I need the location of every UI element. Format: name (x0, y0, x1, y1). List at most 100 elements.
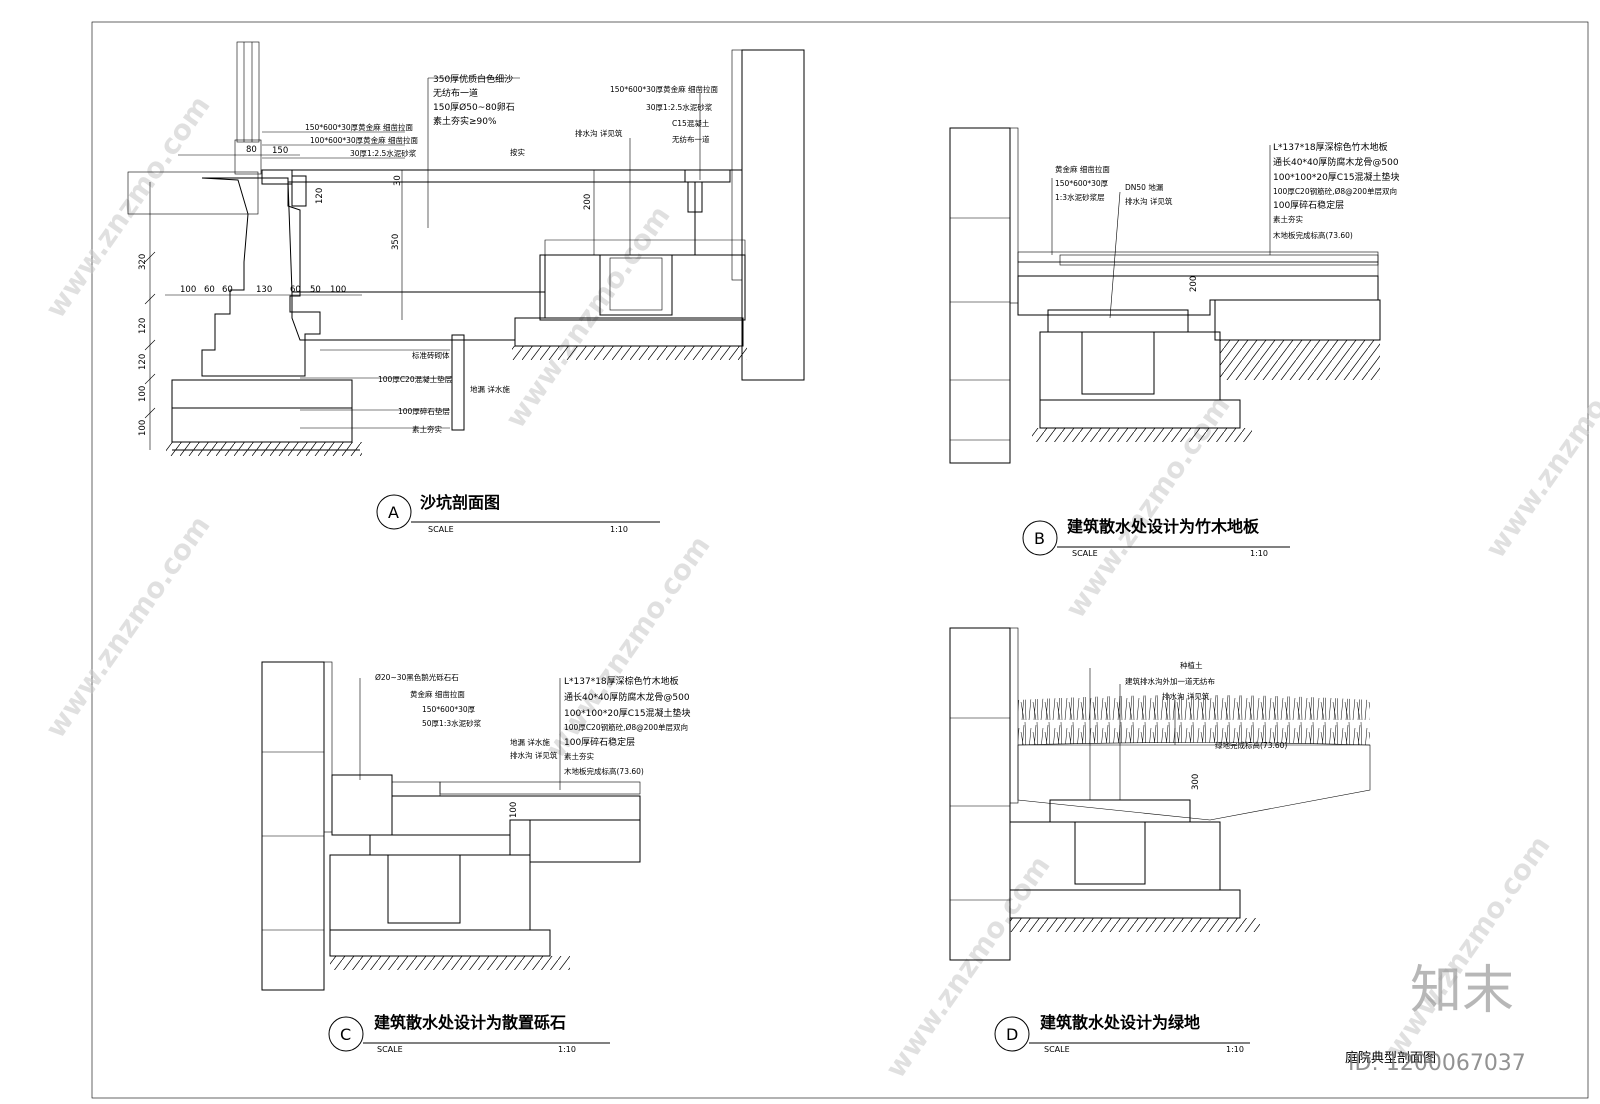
leaders-a (262, 77, 701, 429)
svg-text:100: 100 (138, 386, 148, 402)
svg-text:350: 350 (391, 234, 401, 250)
drain-channel-c (387, 854, 461, 924)
svg-text:C: C (340, 1025, 351, 1044)
svg-text:80: 80 (246, 145, 257, 155)
svg-text:黄金麻 细凿拉面: 黄金麻 细凿拉面 (1055, 164, 1110, 174)
pebble-layer-a (291, 291, 546, 341)
section-a-drawing (127, 41, 805, 456)
svg-text:B: B (1034, 529, 1045, 548)
svg-text:绿地完成标高(73.60): 绿地完成标高(73.60) (1215, 740, 1287, 750)
id-label: ID: 1200067037 (1348, 1051, 1526, 1076)
svg-text:100: 100 (138, 420, 148, 436)
section-d-annotations: 种植土 建筑排水沟外加一道无纺布 排水沟 详见筑 绿地完成标高(73.60) 3… (1125, 660, 1287, 790)
svg-text:种植土: 种植土 (1180, 660, 1203, 670)
note-a-bottom-3: 素土夯实 (412, 424, 442, 434)
drain-channel-d (1074, 821, 1146, 885)
note-a-fr-3: 无纺布一道 (672, 134, 710, 144)
svg-text:30: 30 (393, 175, 403, 186)
sheet-title: 庭院典型剖面图 (1345, 1050, 1436, 1066)
svg-text:120: 120 (138, 318, 148, 334)
svg-text:120: 120 (138, 354, 148, 370)
svg-text:100厚碎石稳定层: 100厚碎石稳定层 (564, 736, 635, 748)
svg-text:100厚碎石稳定层: 100厚碎石稳定层 (1273, 199, 1344, 211)
building-wall-b (949, 127, 1011, 464)
svg-text:排水沟 详见筑: 排水沟 详见筑 (1125, 196, 1173, 206)
svg-text:100厚C20钢筋砼,Ø8@200单层双向: 100厚C20钢筋砼,Ø8@200单层双向 (564, 722, 688, 732)
masonry-wall-a (201, 177, 321, 377)
svg-text:60: 60 (204, 285, 215, 295)
svg-text:100: 100 (180, 285, 196, 295)
section-a-title-block: A 沙坑剖面图 SCALE 1:10 (376, 493, 660, 534)
svg-text:1:10: 1:10 (1226, 1045, 1244, 1054)
svg-text:L*137*18厚深棕色竹木地板: L*137*18厚深棕色竹木地板 (564, 675, 679, 687)
grass-d (1018, 695, 1370, 745)
svg-text:150: 150 (272, 146, 288, 156)
svg-text:100*100*20厚C15混凝土垫块: 100*100*20厚C15混凝土垫块 (564, 707, 691, 719)
svg-text:通长40*40厚防腐木龙骨@500: 通长40*40厚防腐木龙骨@500 (1273, 156, 1399, 168)
dimensions-a (144, 154, 595, 450)
note-a-drain-1: 地漏 详水施 (470, 384, 510, 394)
svg-text:素土夯实: 素土夯实 (564, 751, 594, 761)
svg-text:130: 130 (256, 285, 272, 295)
svg-text:SCALE: SCALE (428, 525, 454, 534)
note-a-bottom-0: 标准砖砌体 (412, 350, 450, 360)
paving-brick-a (127, 171, 259, 215)
note-a-right-2: 150厚Ø50~80卵石 (433, 102, 515, 113)
svg-text:木地板完成标高(73.60): 木地板完成标高(73.60) (1273, 230, 1353, 240)
brand-logo: 知末 (1410, 961, 1514, 1021)
building-wall-c (261, 661, 325, 991)
section-a-letter: A (388, 503, 399, 522)
building-wall-a (741, 49, 805, 381)
svg-text:50: 50 (310, 285, 321, 295)
section-b-title: 建筑散水处设计为竹木地板 (1067, 517, 1260, 536)
svg-text:DN50 地漏: DN50 地漏 (1125, 182, 1164, 192)
note-a-top: 按实 (510, 147, 525, 157)
svg-text:SCALE: SCALE (377, 1045, 403, 1054)
note-a-fr-2: C15混凝土 (672, 118, 710, 128)
svg-text:100厚C20钢筋砼,Ø8@200单层双向: 100厚C20钢筋砼,Ø8@200单层双向 (1273, 186, 1397, 196)
section-b-annotations: L*137*18厚深棕色竹木地板 通长40*40厚防腐木龙骨@500 100*1… (1055, 141, 1400, 292)
svg-text:排水沟 详见筑: 排水沟 详见筑 (510, 750, 558, 760)
section-c-title: 建筑散水处设计为散置砾石 (374, 1013, 566, 1032)
svg-text:120: 120 (315, 188, 325, 204)
svg-text:1:10: 1:10 (558, 1045, 576, 1054)
svg-text:SCALE: SCALE (1044, 1045, 1070, 1054)
note-a-drain-0: 排水沟 详见筑 (575, 128, 623, 138)
svg-text:www.znzmo.com: www.znzmo.com (879, 850, 1057, 1084)
svg-text:60: 60 (290, 285, 301, 295)
svg-text:60: 60 (222, 285, 233, 295)
section-b-drawing (949, 127, 1381, 464)
svg-text:通长40*40厚防腐木龙骨@500: 通长40*40厚防腐木龙骨@500 (564, 691, 690, 703)
svg-text:www.znzmo.com: www.znzmo.com (1379, 830, 1557, 1064)
svg-text:300: 300 (1191, 774, 1201, 790)
svg-text:150*600*30厚: 150*600*30厚 (422, 705, 476, 714)
note-a-bottom-1: 100厚C20混凝土垫层 (378, 374, 453, 384)
note-a-fr-0: 150*600*30厚黄金麻 细凿拉面 (610, 84, 719, 94)
sheet-frame (91, 21, 1589, 1099)
section-d-title-block: D 建筑散水处设计为绿地 SCALE 1:10 (994, 1013, 1250, 1054)
section-c-title-block: C 建筑散水处设计为散置砾石 SCALE 1:10 (328, 1013, 610, 1054)
section-a-title: 沙坑剖面图 (420, 493, 500, 512)
note-a-fr-1: 30厚1:2.5水泥砂浆 (646, 102, 713, 112)
section-c-annotations: L*137*18厚深棕色竹木地板 通长40*40厚防腐木龙骨@500 100*1… (375, 672, 691, 818)
section-d-drawing (949, 627, 1371, 961)
svg-text:www.znzmo.com: www.znzmo.com (1479, 330, 1600, 564)
svg-text:1:10: 1:10 (610, 525, 628, 534)
svg-text:黄金麻 细凿拉面: 黄金麻 细凿拉面 (410, 689, 465, 699)
note-a-left-0: 150*600*30厚黄金麻 细凿拉面 (305, 122, 414, 132)
svg-text:150*600*30厚: 150*600*30厚 (1055, 179, 1109, 188)
gravel-c (331, 774, 393, 836)
svg-text:L*137*18厚深棕色竹木地板: L*137*18厚深棕色竹木地板 (1273, 141, 1388, 153)
svg-text:200: 200 (1189, 276, 1199, 292)
svg-text:www.znzmo.com: www.znzmo.com (499, 200, 677, 434)
svg-text:SCALE: SCALE (1072, 549, 1098, 558)
svg-text:50厚1:3水泥砂浆: 50厚1:3水泥砂浆 (422, 718, 482, 728)
svg-text:地漏 详水施: 地漏 详水施 (510, 737, 550, 747)
svg-text:排水沟 详见筑: 排水沟 详见筑 (1162, 691, 1210, 701)
section-c-drawing (261, 661, 641, 991)
svg-text:320: 320 (138, 254, 148, 270)
svg-text:100: 100 (509, 802, 519, 818)
bamboo-deck-b (1059, 254, 1379, 266)
drain-channel-a (599, 254, 673, 316)
